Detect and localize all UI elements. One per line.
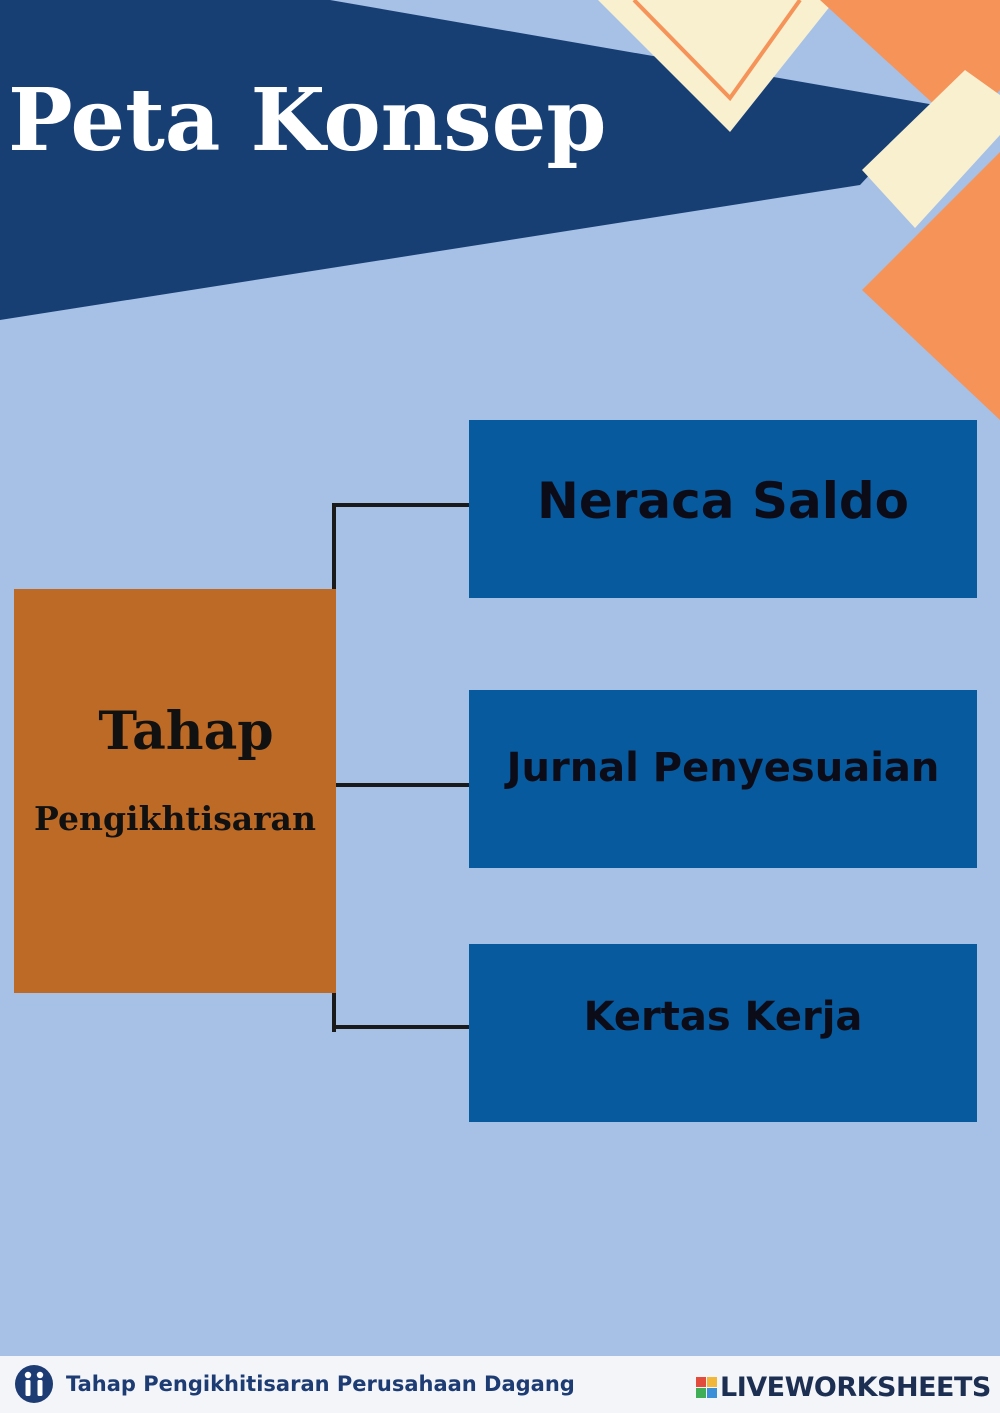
orange-chevron-line [632,0,802,102]
header-decoration [0,0,1000,420]
root-node-subtitle: Pengikhtisaran [34,799,316,838]
footer-caption: Tahap Pengikhitisaran Perusahaan Dagang [66,1372,575,1396]
orange-diamond-right [862,152,1000,420]
cream-diamond-right [862,70,1000,228]
child-node-neraca-saldo: Neraca Saldo [469,420,977,598]
root-node-title: Tahap [98,701,274,762]
child-node-label: Kertas Kerja [583,994,863,1040]
brand-name: LIVEWORKSHEETS [720,1372,991,1403]
child-node-label: Neraca Saldo [537,472,909,530]
liveworksheets-logo-icon [696,1377,718,1399]
worksheet-logo-icon [15,1365,53,1403]
child-node-jurnal-penyesuaian: Jurnal Penyesuaian [469,690,977,868]
root-node: Tahap Pengikhtisaran [14,589,336,993]
footer-bar: Tahap Pengikhitisaran Perusahaan Dagang … [0,1356,1000,1413]
page-title: Peta Konsep [8,70,607,171]
child-node-label: Jurnal Penyesuaian [506,745,940,791]
child-node-kertas-kerja: Kertas Kerja [469,944,977,1122]
